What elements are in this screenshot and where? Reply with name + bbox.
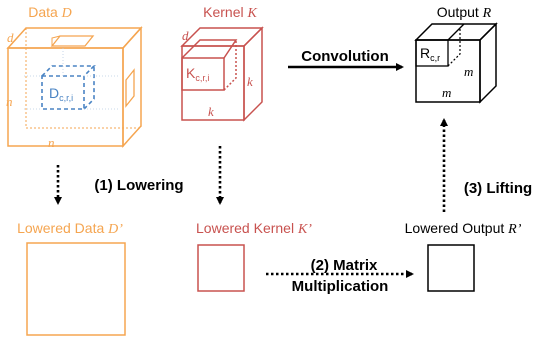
- kernel-cube-title: Kernel K: [203, 4, 257, 21]
- data-cube-right-face: [122, 26, 142, 148]
- output-inner-block: Rc,r: [415, 23, 465, 67]
- lowered-kernel-title: Lowered Kernel K’: [196, 220, 312, 237]
- data-dim-n-bottom: n: [48, 135, 55, 150]
- matrix-label-line1: (2) Matrix: [311, 257, 378, 274]
- convolution-label: Convolution: [301, 48, 388, 65]
- lowered-data-title: Lowered Data D’: [17, 220, 123, 237]
- kernel-cube-right-face: [243, 26, 263, 122]
- data-cube-top-face: [6, 27, 143, 49]
- output-dim-m-bottom: m: [442, 85, 451, 100]
- data-inner-block: Dc,r,i: [24, 48, 120, 110]
- output-block-label: Rc,r: [420, 45, 440, 63]
- lowered-data: Lowered Data D’: [17, 220, 126, 336]
- lowered-output: Lowered Output R’: [405, 220, 522, 292]
- lifting-label: (3) Lifting: [464, 180, 532, 197]
- matrix-label-line2: Multiplication: [292, 278, 389, 295]
- kernel-dim-k-right: k: [247, 74, 253, 89]
- lowered-kernel-matrix: [197, 244, 245, 292]
- lowered-kernel: Lowered Kernel K’: [196, 220, 312, 292]
- data-cube-title: Data D: [28, 4, 72, 21]
- output-cube: Output R Rc,r m m: [414, 4, 498, 104]
- matrix-multiplication-arrow: (2) Matrix Multiplication: [266, 257, 414, 295]
- lowering-arrows: (1) Lowering: [54, 146, 224, 205]
- output-cube-right-face: [479, 22, 497, 104]
- kernel-cube-top-face: [180, 27, 264, 47]
- output-dim-m-right: m: [464, 64, 473, 79]
- output-cube-title: Output R: [437, 4, 492, 21]
- data-cube-top-window-edge: [51, 35, 61, 46]
- data-dim-d: d: [7, 30, 14, 45]
- data-cube-side-window: [125, 68, 135, 108]
- kernel-dim-d: d: [182, 28, 189, 43]
- lowered-data-matrix: [26, 242, 126, 336]
- data-cube-top-window: [50, 35, 95, 47]
- kernel-inner-block: Kc,r,i: [181, 39, 238, 91]
- kernel-block-label: Kc,r,i: [186, 65, 209, 83]
- kernel-dim-k-bottom: k: [208, 104, 214, 119]
- convolution-arrow: Convolution: [288, 48, 404, 71]
- lowered-output-matrix: [427, 244, 475, 292]
- data-block-label: Dc,r,i: [49, 85, 73, 103]
- lowered-output-title: Lowered Output R’: [405, 220, 522, 237]
- kernel-cube: Kernel K Kc,r,i d k k: [180, 4, 264, 122]
- lowering-label: (1) Lowering: [94, 177, 183, 194]
- lifting-arrow: (3) Lifting: [440, 118, 532, 212]
- data-dim-n-left: n: [6, 94, 13, 109]
- data-cube: Data D Dc,r,i d n n: [6, 4, 143, 150]
